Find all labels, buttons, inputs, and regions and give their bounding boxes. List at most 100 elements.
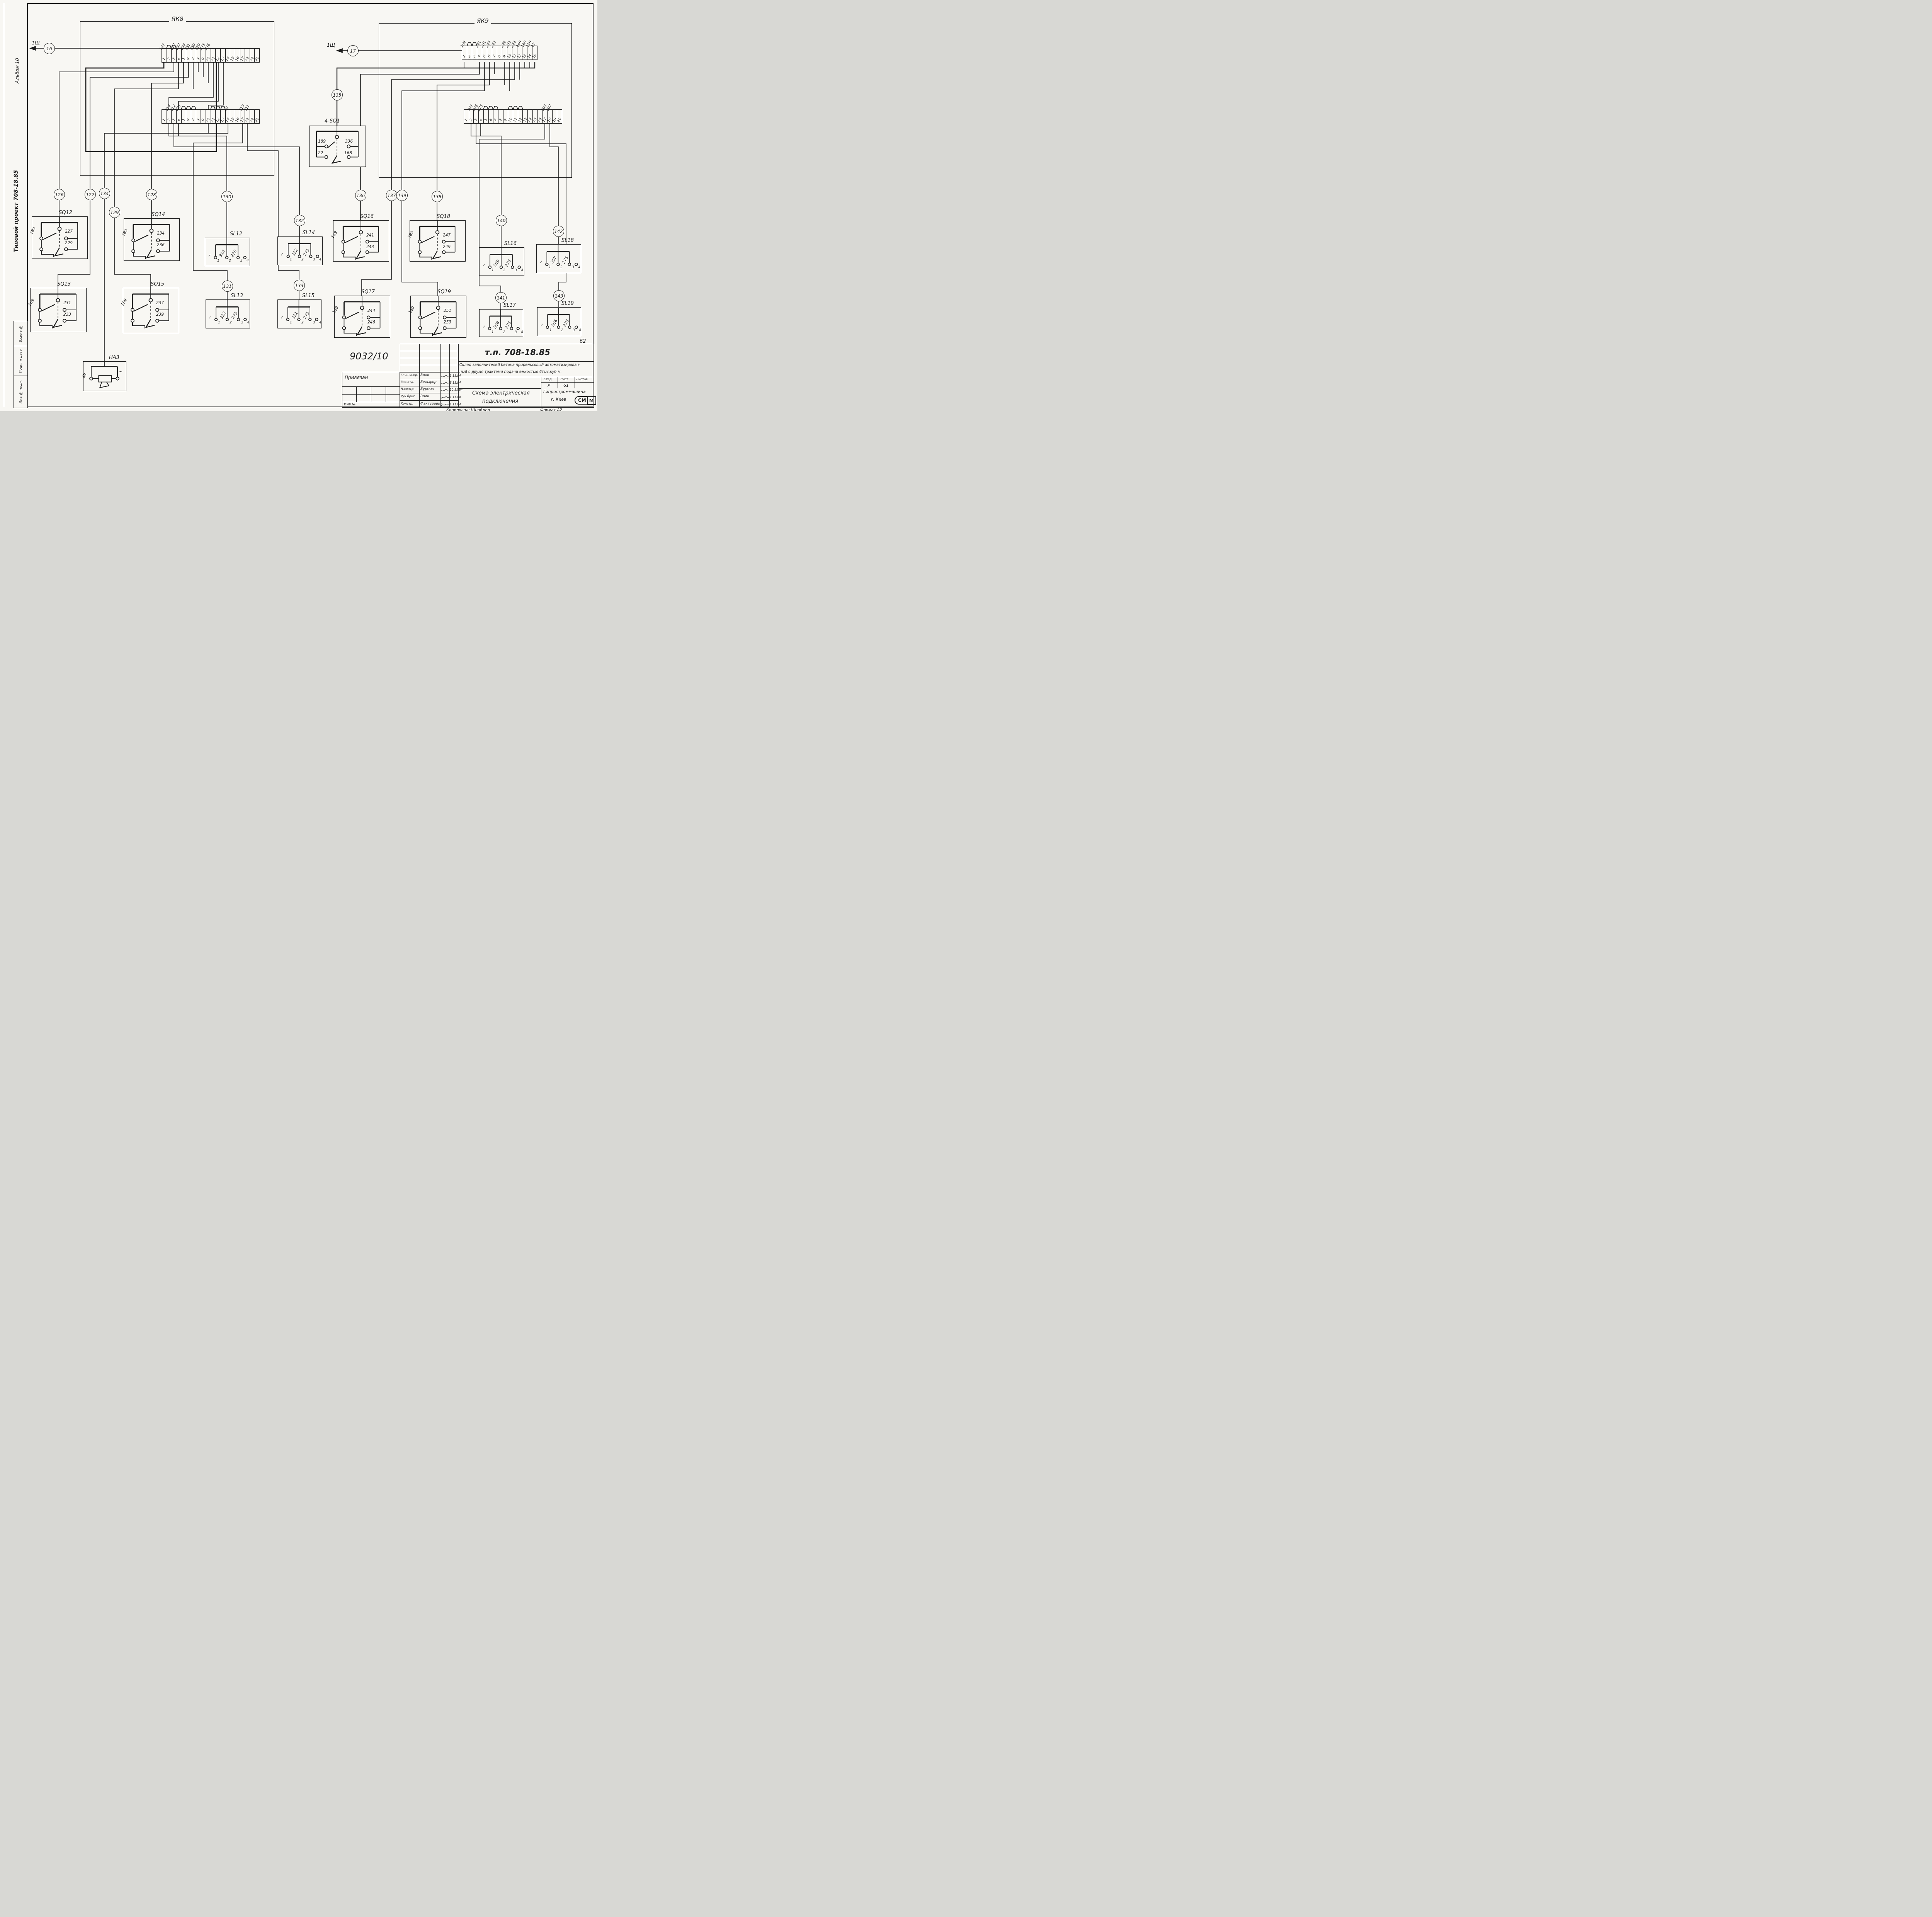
terminal-cell: 14 — [527, 46, 532, 60]
lamp-terminal: 2 — [301, 258, 304, 262]
terminal-cell: 14 — [226, 49, 231, 62]
cable-circle-130: 130 — [221, 191, 233, 202]
lamp-terminal: 2 — [301, 321, 304, 325]
terminal-strip-jak9-2: 1 2 3 4 5 6 7 8 9 10 11 12 13 14 15 16 1… — [464, 109, 562, 124]
terminal-cell: 17 — [240, 49, 245, 62]
switch-box-sq15: 189 237 239 — [120, 288, 179, 333]
cable-circle-128: 128 — [146, 189, 157, 200]
org-name: Гипростроммашина — [543, 390, 586, 394]
terminal-cell: 6 — [186, 49, 191, 62]
terminal-cell: 7 — [493, 110, 498, 123]
terminal-cell: 11 — [211, 110, 216, 123]
cable-circle-129: 129 — [109, 207, 120, 218]
buzzer-name-ha3: НА3 — [109, 355, 119, 361]
lamp-terminal: 3 — [515, 330, 517, 334]
wire-label-no: 234 — [157, 231, 165, 236]
wiring-layer — [29, 42, 566, 361]
terminal-cell: 17 — [543, 110, 548, 123]
terminal-cell: 11 — [512, 46, 517, 60]
terminal-cell: 3 — [172, 110, 177, 123]
terminal-cell: 20 — [255, 56, 260, 62]
lamp-terminal: 4 — [247, 259, 249, 263]
lamp-name-sl14: SL14 — [303, 230, 315, 236]
switch-name-sq17: SQ17 — [361, 289, 375, 295]
terminal-cell: 9 — [502, 46, 507, 60]
lamp-name-sl13: SL13 — [231, 293, 243, 299]
terminal-cell: 16 — [538, 110, 543, 123]
terminal-cell: 10 — [507, 46, 512, 60]
wire-label-nc: 239 — [156, 312, 164, 317]
wire-label-nc: 246 — [367, 320, 376, 325]
format-label: Формат А2 — [540, 408, 562, 411]
terminal-strip-jak8-2: 1 2 3 4 5 6 7 8 9 10 11 12 13 14 15 16 1… — [162, 109, 260, 124]
wire-label-nc: 253 — [444, 320, 452, 325]
wire-label-no: 244 — [367, 308, 376, 313]
switch-box-sq16: 189 241 243 — [330, 220, 389, 262]
terminal-cell: 8 — [497, 46, 502, 60]
sig-date: 1.11.84 — [450, 374, 461, 378]
type-code: т.п. 708-18.85 — [485, 348, 550, 357]
doc-name-line2: подключения — [482, 398, 518, 404]
terminal-cell: 10 — [206, 110, 211, 123]
lamp-box-sl12: ~ 314 275 1 2 3 4 — [205, 238, 250, 266]
lamp-terminal: 1 — [217, 259, 219, 263]
lamp-terminal: 4 — [579, 328, 581, 332]
lamp-name-sl19: SL19 — [561, 301, 574, 306]
cable-circle-139: 139 — [396, 190, 408, 201]
lamp-box-sl15: ~ 311 275 1 2 3 4 — [277, 299, 321, 328]
switch-box-sq13: 189 231 233 — [27, 288, 87, 332]
wire-label-nc: 243 — [366, 245, 374, 249]
cable-circle-134: 134 — [99, 188, 110, 199]
lamp-terminal: 1 — [492, 269, 494, 272]
cable-circle-126: 126 — [54, 189, 65, 200]
lamp-terminal: 1 — [290, 258, 292, 262]
terminal-cell: 2 — [167, 49, 172, 62]
terminal-cell: 9 — [201, 110, 206, 123]
terminal-cell: 3 — [172, 49, 177, 62]
lamp-terminal: 1 — [549, 265, 551, 269]
terminal-cell: 11 — [211, 49, 216, 62]
lamp-name-sl15: SL15 — [302, 293, 315, 299]
switch-box-sq18: 189 247 249 — [407, 220, 466, 262]
terminal-cell: 20 — [557, 117, 562, 123]
wire-label-no: 247 — [443, 233, 451, 238]
sig-date: 1.11.84 — [450, 395, 461, 399]
sig-name: Бурман — [420, 387, 434, 391]
terminal-cell: 20 — [255, 117, 260, 123]
terminal-cell: 1 — [462, 46, 467, 60]
doc-number: 9032/10 — [350, 351, 388, 362]
wire-label-tilde: ~ — [119, 369, 122, 374]
stage-header-stad: Стад. — [544, 378, 553, 381]
cable-circle-136: 136 — [355, 190, 366, 201]
wire-label-no: 241 — [366, 233, 374, 238]
switch-name-sq12: SQ12 — [59, 210, 73, 216]
terminal-cell: 1 — [162, 49, 167, 62]
wire-label-no: 231 — [63, 301, 71, 305]
lamp-terminal: 1 — [218, 321, 220, 325]
lamp-terminal: 3 — [240, 259, 243, 263]
terminal-cell: 18 — [245, 49, 250, 62]
terminal-cell: 12 — [216, 110, 221, 123]
terminal-cell: 3 — [472, 46, 477, 60]
lamp-box-sl13: ~ 313 275 1 2 3 4 — [206, 299, 250, 328]
switch-box-sq14: 189 234 236 — [121, 218, 180, 261]
wire-label-no: 251 — [444, 308, 452, 313]
sheet-number-value: 61 — [563, 383, 569, 388]
lamp-terminal: 1 — [492, 330, 494, 334]
lamp-terminal: 4 — [578, 265, 580, 269]
terminal-cell: 13 — [221, 49, 226, 62]
wire-label-no: 227 — [65, 229, 73, 234]
switch-box-4sq1: 189 336 22 168 — [309, 126, 366, 167]
cable-circle-132: 132 — [294, 215, 305, 226]
cable-circle-16: 16 — [44, 43, 55, 54]
lamp-name-sl18: SL18 — [561, 238, 574, 243]
drawing-frame — [27, 3, 594, 407]
title-block-left — [342, 372, 400, 408]
terminal-cell: 16 — [235, 49, 240, 62]
sig-date: 10.11.84 — [450, 388, 463, 391]
lamp-terminal: 4 — [247, 321, 250, 325]
switch-name-sq14: SQ14 — [151, 212, 165, 218]
terminal-cell: 4 — [177, 49, 182, 62]
copied-by: Копировал: Шнайдер — [446, 408, 490, 411]
sig-role: Зав.отд. — [401, 380, 414, 384]
